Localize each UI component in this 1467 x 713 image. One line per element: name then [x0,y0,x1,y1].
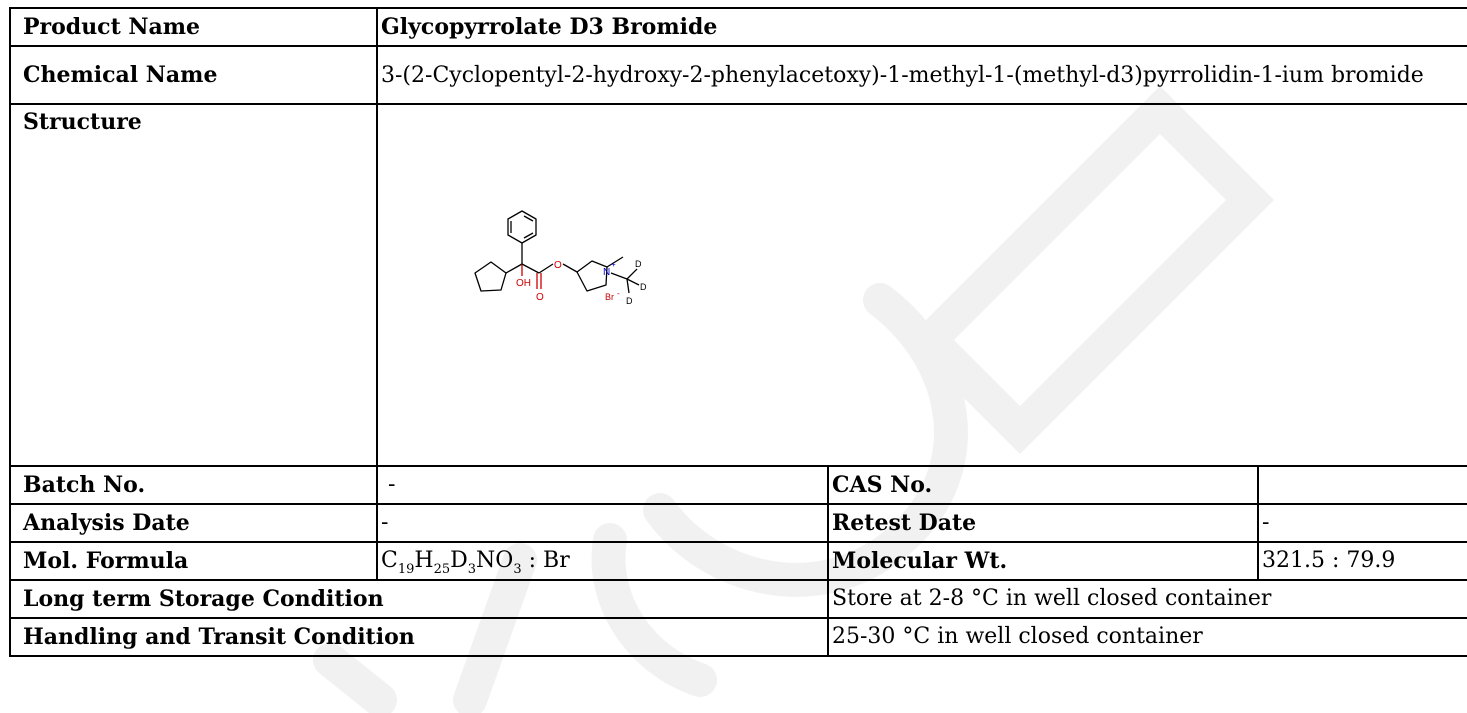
mol-wt-value: 321.5 : 79.9 [1256,541,1467,581]
formula-no: NO [476,548,514,573]
batch-label: Batch No. [9,465,378,505]
row-formula-weight: Mol. Formula C19H25D3NO3 : Br Molecular … [9,541,1467,581]
chemical-name-value: 3-(2-Cyclopentyl-2-hydroxy-2-phenylaceto… [375,45,1467,105]
atom-o-ester: O [554,260,562,271]
formula-h-count: 25 [433,562,451,577]
analysis-date-value: - [376,503,829,543]
formula-d-count: 3 [467,562,477,577]
structure-label-cell: Structure [9,103,378,467]
atom-oh: OH [516,278,531,289]
formula-no-count: 3 [513,562,522,577]
storage-value: Store at 2-8 °C in well closed container [826,579,1467,619]
product-name-value: Glycopyrrolate D3 Bromide [375,7,1467,47]
atom-d-2: D [640,282,647,292]
molecule-structure-image: OH O O N + D D D Br - [474,210,647,306]
cas-label: CAS No. [827,465,1259,505]
row-product-name: Product Name Glycopyrrolate D3 Bromide [9,7,1467,47]
structure-cell: OH O O N + D D D Br - [375,103,1467,467]
formula-d: D [450,548,468,573]
atom-o-carbonyl: O [536,292,544,303]
handling-label: Handling and Transit Condition [9,617,829,657]
atom-n-charge: + [611,260,616,269]
row-structure: Structure [9,103,1467,467]
batch-value: - [376,465,829,505]
retest-date-label: Retest Date [827,503,1259,543]
row-handling: Handling and Transit Condition 25-30 °C … [9,617,1467,657]
atom-n-plus: N [603,267,610,278]
row-chemical-name: Chemical Name 3-(2-Cyclopentyl-2-hydroxy… [9,45,1467,105]
chemical-name-label: Chemical Name [9,45,378,105]
mol-formula-label: Mol. Formula [9,541,378,581]
atom-d-3: D [626,296,633,306]
atom-br-charge: - [617,289,620,298]
storage-label: Long term Storage Condition [9,579,829,619]
product-name-label: Product Name [9,7,378,47]
atom-d-1: D [635,259,642,269]
analysis-date-label: Analysis Date [9,503,378,543]
row-analysis-retest: Analysis Date - Retest Date - [9,503,1467,543]
mol-formula-value: C19H25D3NO3 : Br [376,541,829,581]
formula-c: C [381,548,398,573]
formula-salt: : Br [521,548,570,573]
row-batch-cas: Batch No. - CAS No. [9,465,1467,505]
atom-br: Br [605,292,614,302]
mol-wt-label: Molecular Wt. [827,541,1259,581]
formula-h: H [414,548,434,573]
cas-value [1256,465,1467,505]
handling-value: 25-30 °C in well closed container [826,617,1467,657]
retest-date-value: - [1256,503,1467,543]
row-storage: Long term Storage Condition Store at 2-8… [9,579,1467,619]
coa-table: Product Name Glycopyrrolate D3 Bromide C… [9,7,1467,657]
formula-c-count: 19 [397,562,415,577]
structure-label: Structure [23,109,142,135]
